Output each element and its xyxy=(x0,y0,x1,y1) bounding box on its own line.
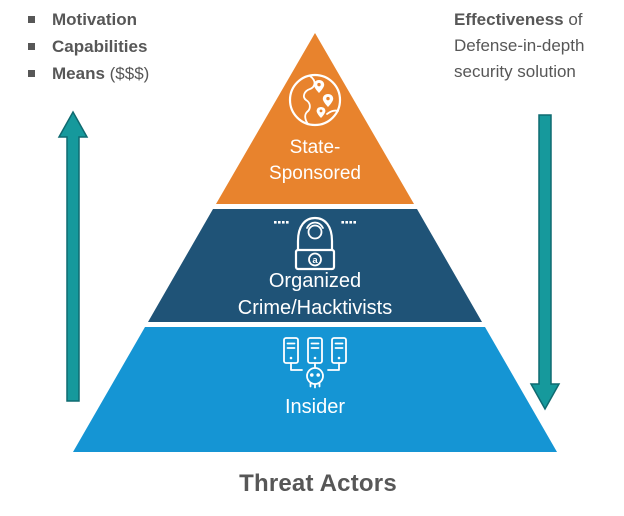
note-line-2: Defense-in-depth xyxy=(454,36,585,55)
up-arrow xyxy=(57,110,89,402)
tier-label-state-sponsored: State- Sponsored xyxy=(269,135,361,187)
list-item: Motivation xyxy=(28,6,149,33)
diagram-title: Threat Actors xyxy=(239,470,397,497)
bullet-label: Motivation xyxy=(52,9,137,29)
tier-label-line: Insider xyxy=(284,396,346,418)
list-item: Means ($$$) xyxy=(28,60,149,87)
effectiveness-note: Effectiveness of Defense-in-depth securi… xyxy=(454,7,622,85)
motivation-bullet-list: Motivation Capabilities Means ($$$) xyxy=(28,6,149,87)
tier-label-organized-crime: Organized Crime/Hacktivists xyxy=(238,268,392,322)
tier-state-sponsored xyxy=(216,33,414,204)
bullet-icon xyxy=(28,16,35,23)
note-line-1-rest: of xyxy=(563,10,583,29)
bullet-label: Capabilities xyxy=(52,36,148,56)
note-line-3: security solution xyxy=(454,62,576,81)
tier-label-line: Sponsored xyxy=(269,163,361,184)
tier-label-insider: Insider xyxy=(285,394,345,420)
tier-label-line: Organized xyxy=(268,270,362,292)
bullet-label-rest: ($$$) xyxy=(104,63,150,83)
tier-insider xyxy=(73,327,557,452)
note-line-1: Effectiveness of xyxy=(454,7,622,33)
list-item: Capabilities xyxy=(28,33,149,60)
code-dashes-left xyxy=(274,221,289,224)
code-dashes-right xyxy=(341,221,356,224)
note-bold: Effectiveness xyxy=(454,10,564,29)
servers-skull-icon xyxy=(283,337,347,389)
bullet-icon xyxy=(28,43,35,50)
bullet-icon xyxy=(28,70,35,77)
tier-label-line: State- xyxy=(289,137,341,158)
tier-label-line: Crime/Hacktivists xyxy=(237,297,393,319)
laptop-screen-char: a xyxy=(312,255,318,266)
down-arrow xyxy=(529,114,561,411)
hacker-icon: a xyxy=(274,216,356,271)
globe-icon xyxy=(288,73,342,127)
bullet-label: Means xyxy=(52,63,105,83)
